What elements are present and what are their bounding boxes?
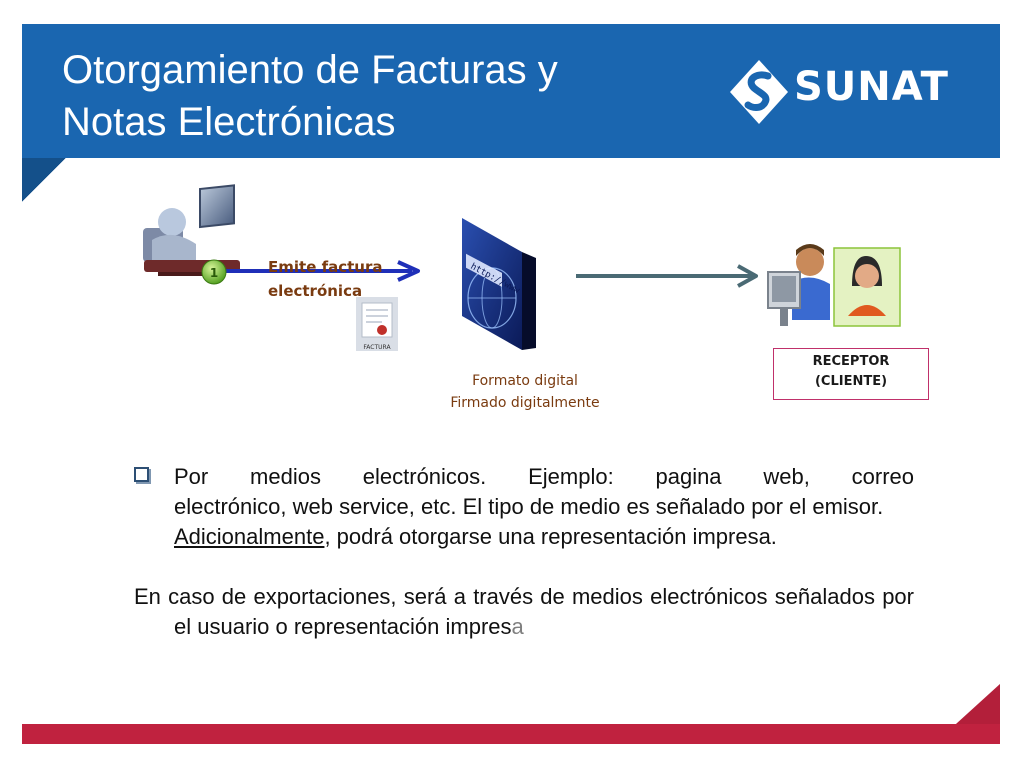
digital-format-icon: http://www — [462, 218, 536, 350]
emitter-caption-line1: Emite factura — [268, 258, 383, 276]
title-banner — [22, 24, 1000, 158]
paragraph-2-last: a — [511, 614, 524, 639]
emitter-caption: Emite factura electrónica — [268, 255, 383, 303]
slide-title-line2: Notas Electrónicas — [62, 100, 396, 144]
factura-document-icon: FACTURA — [356, 297, 398, 351]
receptor-man-icon — [767, 244, 830, 326]
slide-title: Otorgamiento de Facturas y Notas Electró… — [62, 44, 690, 148]
receptor-line1: RECEPTOR — [812, 354, 890, 369]
receptor-line2: (CLIENTE) — [814, 374, 888, 389]
delivery-arrow — [576, 264, 758, 288]
emitter-computer-icon — [143, 184, 240, 276]
sunat-logo: SUNAT — [728, 58, 974, 126]
footer-band — [22, 724, 1000, 744]
body-text: Por medios electrónicos. Ejemplo: pagina… — [134, 462, 914, 642]
sunat-diamond-icon — [730, 60, 788, 124]
receptor-woman-icon — [833, 247, 901, 327]
slide-title-line1: Otorgamiento de Facturas y — [62, 48, 558, 92]
paragraph-1-line1: Por medios electrónicos. Ejemplo: pagina… — [174, 464, 914, 489]
paragraph-1-after: , podrá otorgarse una representación imp… — [324, 524, 777, 549]
paragraph-2-main: En caso de exportaciones, será a través … — [134, 584, 914, 639]
factura-label: FACTURA — [363, 344, 391, 351]
banner-fold — [22, 158, 66, 202]
checkbox-bullet-icon — [134, 467, 149, 482]
logo-text: SUNAT — [794, 64, 949, 110]
format-caption: Formato digital Firmado digitalmente — [430, 370, 620, 414]
paragraph-1: Por medios electrónicos. Ejemplo: pagina… — [174, 462, 914, 552]
paragraph-1-rest: electrónico, web service, etc. El tipo d… — [174, 494, 884, 519]
emitter-caption-line2: electrónica — [268, 282, 363, 300]
step-number: 1 — [210, 266, 218, 280]
footer-fold — [956, 684, 1000, 724]
paragraph-2: En caso de exportaciones, será a través … — [134, 582, 914, 642]
paragraph-1-underlined: Adicionalmente — [174, 524, 325, 549]
step-one-icon: 1 — [201, 259, 227, 285]
format-caption-line1: Formato digital — [472, 373, 578, 389]
receptor-label-box: RECEPTOR (CLIENTE) — [773, 348, 929, 400]
format-caption-line2: Firmado digitalmente — [450, 395, 600, 411]
process-diagram: 1 FACTURA http://www — [143, 184, 901, 351]
emit-arrow — [210, 260, 420, 282]
